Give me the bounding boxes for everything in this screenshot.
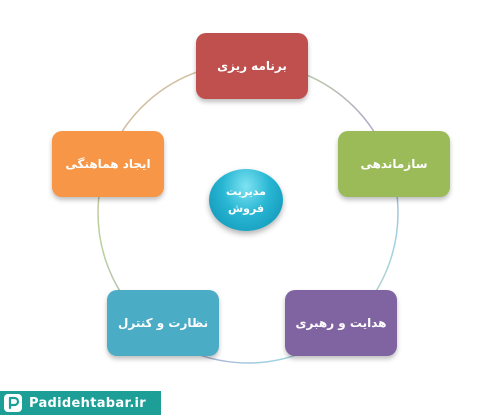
node-leading: هدایت و رهبری	[285, 290, 397, 356]
padidehtabar-logo-icon	[4, 394, 22, 412]
node-control: نظارت و کنترل	[107, 290, 219, 356]
node-control-label: نظارت و کنترل	[117, 316, 209, 330]
node-leading-label: هدایت و رهبری	[295, 316, 387, 330]
center-node-label: مدیریت فروش	[226, 185, 266, 215]
node-coordination: ایجاد هماهنگی	[52, 131, 164, 197]
node-planning: برنامه ریزی	[196, 33, 308, 99]
watermark-text: Padidehtabar.ir	[29, 395, 147, 411]
node-organizing-label: سازماندهی	[360, 157, 428, 171]
node-organizing: سازماندهی	[338, 131, 450, 197]
node-planning-label: برنامه ریزی	[217, 59, 287, 73]
center-node-sales-management: مدیریت فروش	[209, 169, 283, 231]
watermark-banner[interactable]: Padidehtabar.ir	[0, 391, 161, 415]
node-coordination-label: ایجاد هماهنگی	[65, 157, 151, 171]
